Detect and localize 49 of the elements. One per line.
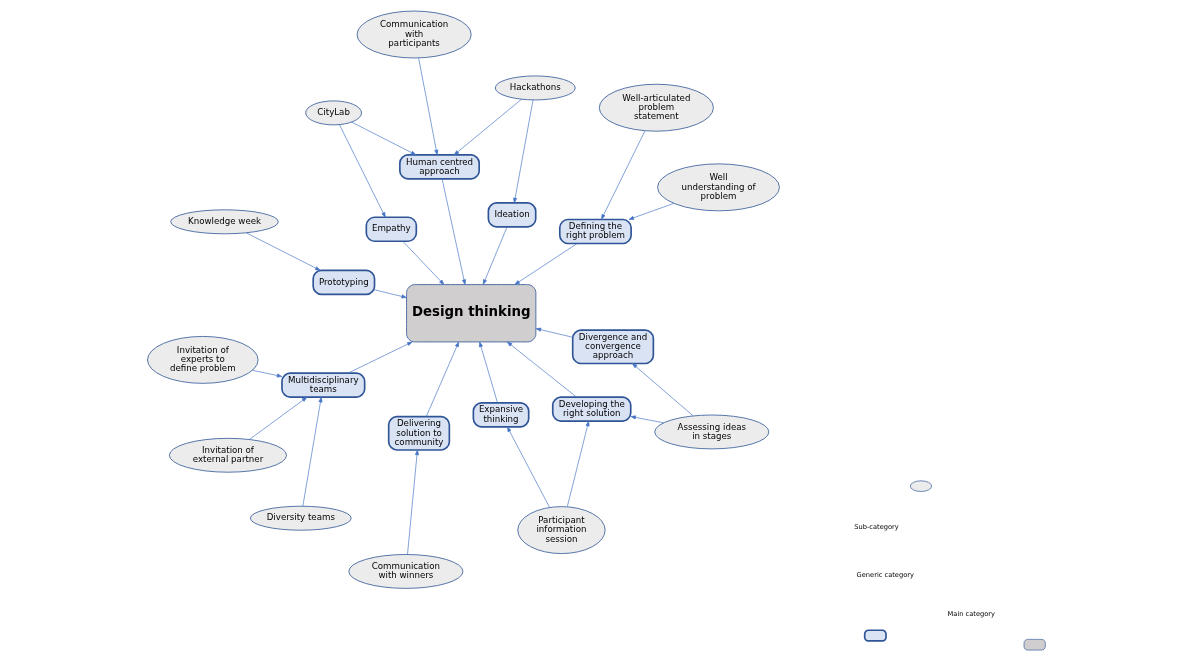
- node-ellipse: Invitation of experts to define problem: [147, 336, 259, 384]
- node-box: Delivering solution to community: [387, 415, 451, 451]
- node-box: Empathy: [365, 216, 418, 243]
- node-box: Design thinking: [406, 284, 537, 343]
- node-ellipse: Communication with participants: [356, 10, 472, 59]
- node-ellipse: Assessing ideas in stages: [654, 414, 770, 450]
- arrow: [482, 226, 508, 285]
- node-ellipse: Diversity teams: [250, 505, 352, 531]
- arrow: [347, 341, 413, 374]
- arrow: [339, 124, 386, 218]
- node-ellipse: Invitation of external partner: [169, 437, 287, 473]
- node-box: Multidisciplinary teams: [281, 372, 366, 398]
- node-ellipse: Knowledge week: [170, 209, 279, 235]
- arrow: [479, 341, 498, 404]
- node-box: Developing the right solution: [551, 396, 632, 422]
- node-ellipse: Well-articulated problem statement: [598, 83, 714, 132]
- node-box: Expansive thinking: [472, 402, 530, 428]
- arrow: [453, 98, 522, 156]
- node-box: Prototyping: [312, 269, 376, 296]
- node-ellipse: CityLab: [305, 100, 362, 126]
- arrow: [249, 396, 308, 440]
- node-ellipse: Participant information session: [517, 506, 606, 554]
- arrow: [506, 341, 577, 398]
- arrow: [407, 449, 419, 555]
- node-ellipse: Hackathons: [494, 75, 576, 101]
- arrow: [425, 341, 460, 417]
- arrow: [567, 420, 590, 507]
- node-ellipse: Communication with winners: [348, 554, 464, 589]
- arrow: [246, 232, 321, 271]
- arrow: [507, 426, 550, 508]
- arrow: [418, 57, 439, 156]
- arrow: [535, 327, 573, 338]
- node-box: Ideation: [487, 202, 537, 228]
- arrow: [514, 243, 578, 285]
- arrow: [402, 240, 445, 285]
- arrow: [302, 396, 323, 507]
- node-ellipse: Well understanding of problem: [657, 163, 780, 212]
- arrow: [513, 99, 534, 204]
- node-box: Divergence and convergence approach: [571, 329, 655, 365]
- arrow: [601, 130, 646, 220]
- arrow: [632, 363, 694, 417]
- node-box: Defining the right problem: [558, 218, 632, 245]
- arrow: [252, 369, 283, 378]
- arrow: [628, 203, 675, 220]
- arrow: [630, 415, 664, 424]
- arrow: [441, 178, 466, 285]
- arrow: [374, 289, 407, 299]
- node-box: Human centred approach: [399, 154, 481, 180]
- arrow: [351, 121, 417, 156]
